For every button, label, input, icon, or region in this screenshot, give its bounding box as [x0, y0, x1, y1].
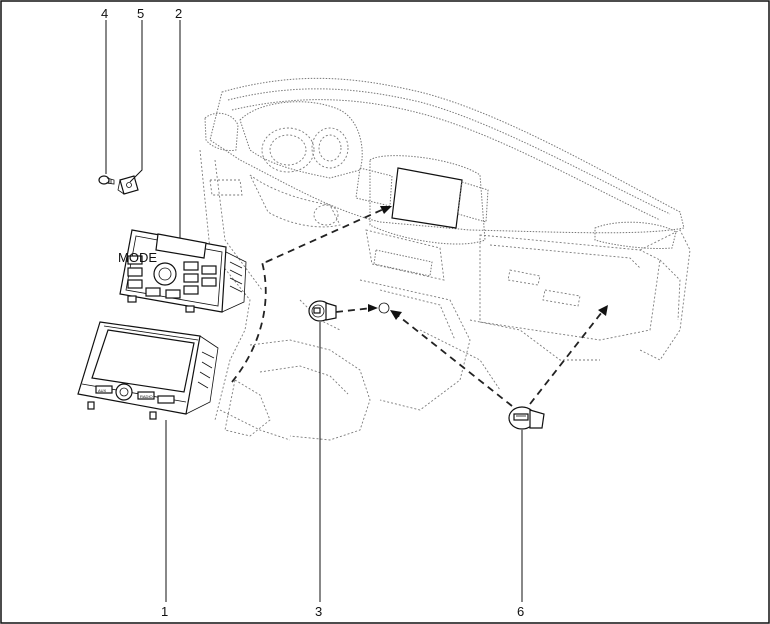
head-unit-display: AUX RADIO [77, 321, 219, 420]
arrow-head-glovebox [598, 305, 608, 316]
head-unit-small-label: MODE [118, 250, 157, 265]
callout-3: 3 [315, 604, 322, 619]
assembly-arrows [231, 206, 608, 407]
mounting-hole [378, 302, 390, 314]
arrow-head-display [380, 206, 392, 214]
callout-4: 4 [101, 6, 108, 21]
head-unit-radio: MODE [118, 229, 247, 313]
dashboard-outline [199, 77, 691, 441]
callout-6: 6 [517, 604, 524, 619]
usb-socket [508, 406, 545, 430]
callout-1: 1 [161, 604, 168, 619]
arrow-head-usb-hole [390, 310, 402, 320]
arrow-head-hole [368, 304, 378, 312]
callout-leaders [105, 20, 523, 602]
clip-nut [117, 175, 139, 195]
aux-connector [308, 300, 337, 322]
head-unit-left-label: AUX [98, 388, 107, 393]
screw [98, 175, 115, 185]
head-unit-right-label: RADIO [140, 394, 153, 399]
callout-2: 2 [175, 6, 182, 21]
callout-5: 5 [137, 6, 144, 21]
